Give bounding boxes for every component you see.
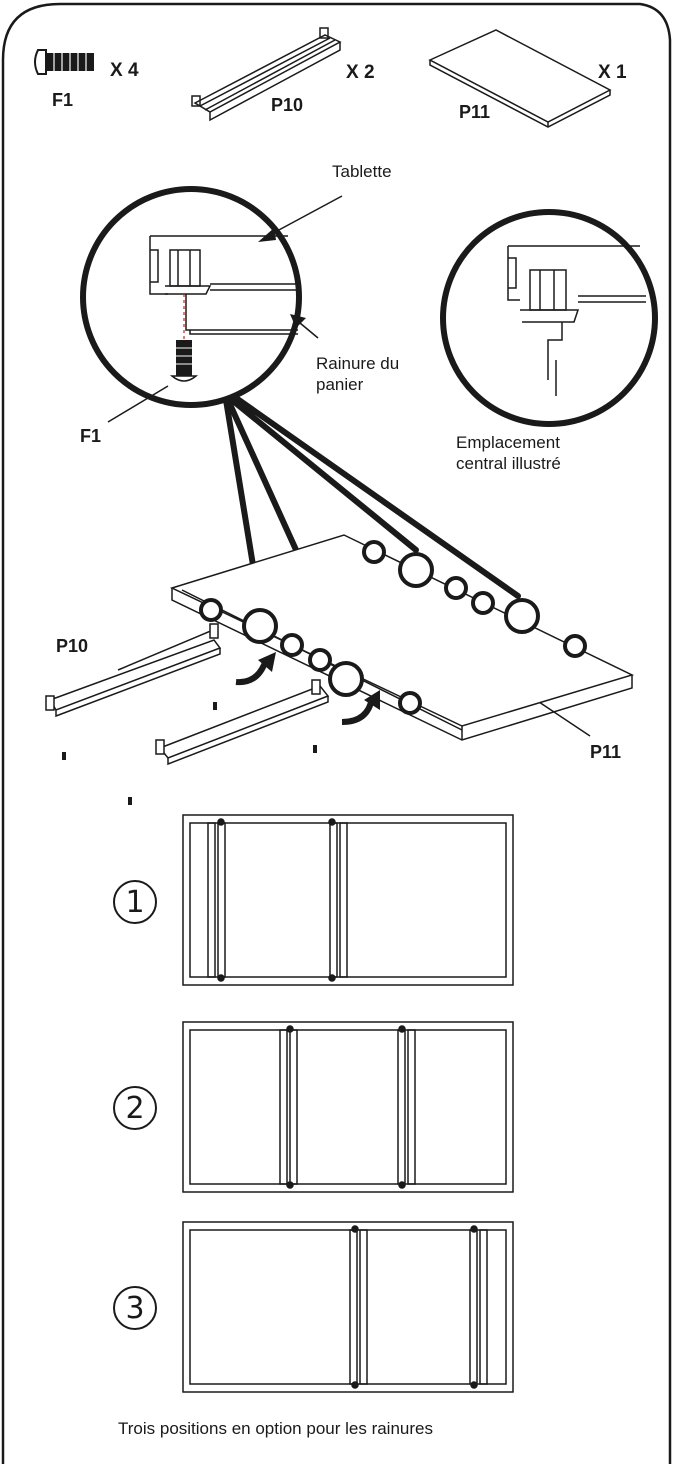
center-label-2: central illustré <box>456 454 561 473</box>
shelf-holes <box>199 540 587 715</box>
p10-assembly-label: P10 <box>56 636 89 656</box>
positions-caption: Trois positions en option pour les rainu… <box>118 1419 433 1438</box>
detail-circle-right <box>440 209 658 427</box>
rail-p10-icon <box>191 27 342 122</box>
screw-in-detail <box>169 340 199 382</box>
p10-label: P10 <box>271 95 304 115</box>
p11-label: P11 <box>459 102 491 122</box>
curved-arrow-icon <box>235 652 380 725</box>
rainure-label-2: panier <box>316 375 364 394</box>
f1-qty: X 4 <box>110 60 139 81</box>
position-panel-1 <box>182 814 514 986</box>
shelf-p11-icon <box>428 29 612 128</box>
rail-assembly-left <box>45 623 222 718</box>
rail-assembly-right <box>155 679 330 766</box>
rainure-label-1: Rainure du <box>316 354 400 373</box>
p11-qty: X 1 <box>598 62 627 83</box>
position-panel-2 <box>182 1021 514 1193</box>
f1-detail-label: F1 <box>80 426 102 446</box>
p10-qty: X 2 <box>346 62 375 83</box>
shelf-assembly <box>169 534 635 741</box>
position-panel-3 <box>182 1221 514 1393</box>
center-label-1: Emplacement <box>456 433 560 452</box>
tablette-label: Tablette <box>332 162 392 181</box>
position-number-3: 3 <box>113 1286 157 1330</box>
position-number-1: 1 <box>113 880 157 924</box>
screw-small-icon <box>62 702 317 805</box>
p11-assembly-label: P11 <box>590 742 622 762</box>
detail-circle-left <box>80 186 302 408</box>
f1-label: F1 <box>52 90 74 110</box>
screw-f1-icon <box>34 49 94 75</box>
position-number-2: 2 <box>113 1086 157 1130</box>
